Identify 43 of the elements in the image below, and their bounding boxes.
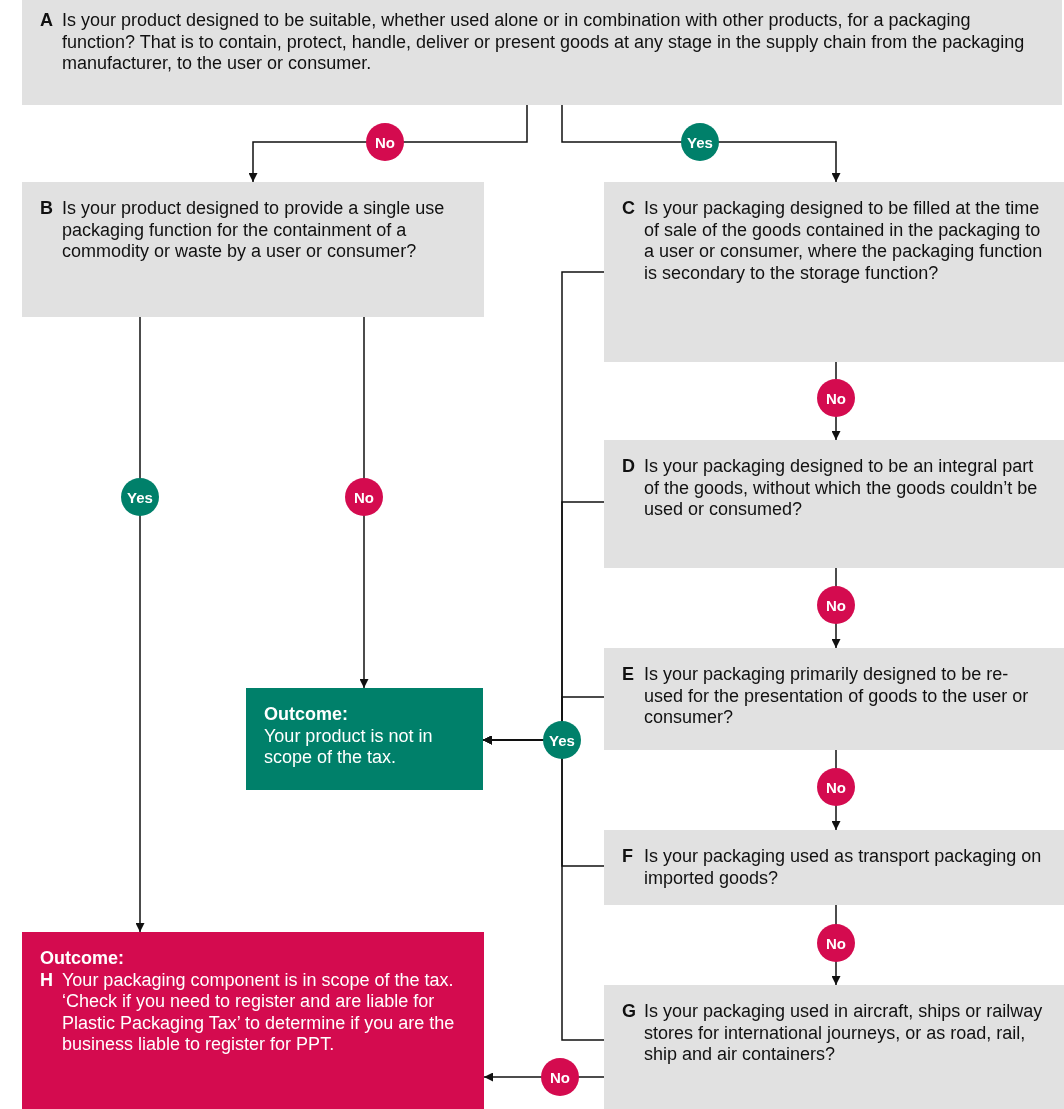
edge-label: No (366, 123, 404, 161)
outcome-box (246, 688, 483, 790)
edge-label: No (817, 768, 855, 806)
edge-label: No (817, 924, 855, 962)
outcome-text: Your packaging component is in scope of the tax. ‘Check if you need to register and are liable for Plastic Packaging Tax’ to determine if you are the business liable to register for PPT. (62, 969, 456, 1056)
edge-label: Yes (121, 478, 159, 516)
edge-label: No (817, 379, 855, 417)
connector-arrow (359, 316, 369, 689)
question-box (604, 985, 1064, 1109)
connector-arrow (135, 316, 145, 933)
question-box (604, 182, 1064, 362)
question-box (604, 440, 1064, 568)
question-text: Is your packaging designed to be filled at the time of sale of the goods contained in the packaging to a user or consumer, where the packaging function is secondary to the storage function? (644, 198, 1044, 285)
outcome-heading: Outcome: (40, 948, 125, 970)
question-text: Is your product designed to provide a single use packaging function for the containment of a commodity or waste by a user or consumer? (62, 198, 446, 263)
connector-arrow (248, 104, 528, 183)
outcome-heading: Outcome: (264, 704, 349, 726)
question-box (22, 182, 484, 317)
edge-label: Yes (543, 721, 581, 759)
question-text: Is your packaging used as transport packaging on imported goods? (644, 846, 1043, 890)
connector-arrow (482, 735, 605, 1041)
question-letter: E (622, 664, 635, 686)
question-box (604, 830, 1064, 905)
question-letter: G (622, 1001, 637, 1023)
edge-label: No (817, 586, 855, 624)
outcome-box (22, 932, 484, 1109)
question-box (22, 0, 1062, 105)
connector-arrow (561, 104, 841, 183)
question-letter: D (622, 456, 636, 478)
question-letter: A (40, 10, 54, 32)
question-letter: F (622, 846, 634, 868)
question-text: Is your packaging primarily designed to be re-used for the presentation of goods to the user or consumer? (644, 664, 1030, 729)
question-box (604, 648, 1064, 750)
question-text: Is your packaging used in aircraft, ships or railway stores for international journeys, or as road, rail, ship and air containers? (644, 1001, 1044, 1066)
question-letter: B (40, 198, 54, 220)
question-letter: H (40, 969, 54, 992)
edge-label: No (345, 478, 383, 516)
question-letter: C (622, 198, 636, 220)
outcome-text: Your product is not in scope of the tax. (264, 725, 434, 769)
edge-label: Yes (681, 123, 719, 161)
edge-label: No (541, 1058, 579, 1096)
question-text: Is your product designed to be suitable, whether used alone or in combination with other products, for a packaging function? That is to contain, protect, handle, deliver or present goods at any stage in the supply chain from the packaging manufacturer, to the user or consumer. (62, 10, 1026, 75)
question-text: Is your packaging designed to be an integral part of the goods, without which the goods couldn’t be used or consumed? (644, 456, 1039, 521)
